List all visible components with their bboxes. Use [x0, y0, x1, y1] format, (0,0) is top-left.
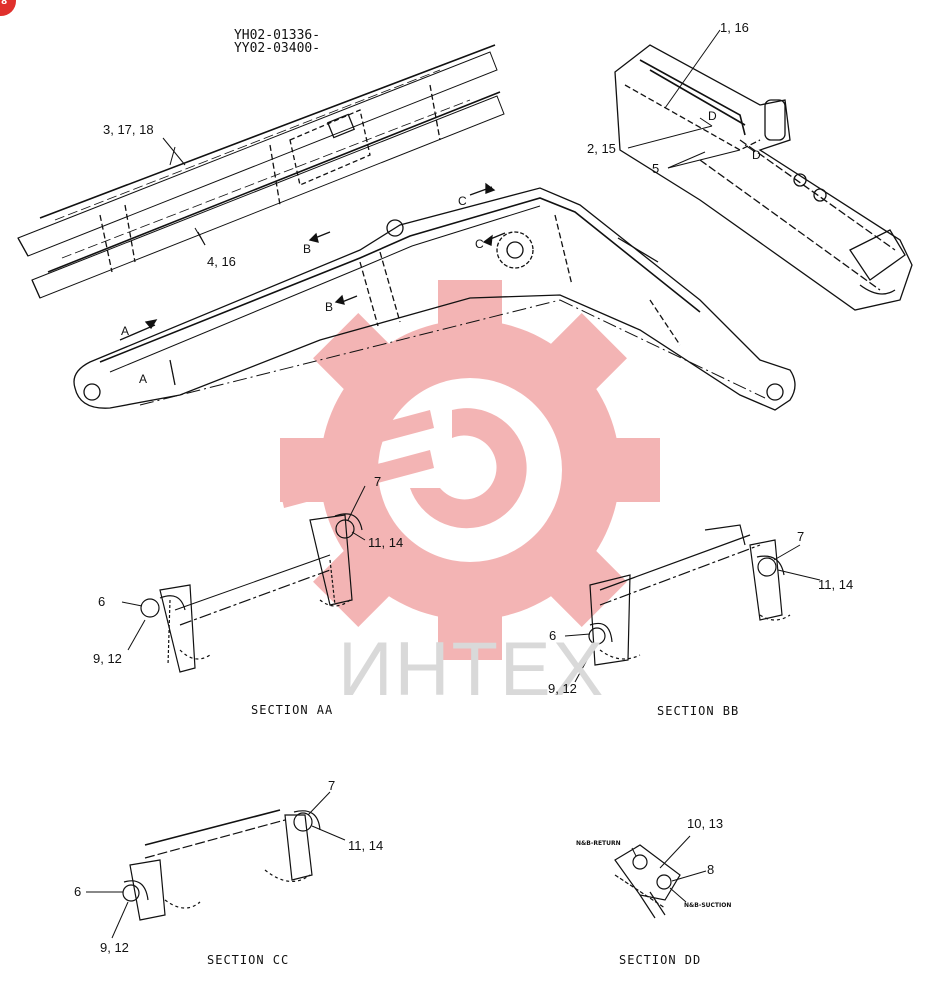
callout-4-16: 4, 16: [207, 254, 236, 269]
gear-tooth: [313, 539, 401, 627]
serial-number-1: YH02-01336-: [233, 28, 321, 43]
boom-foot-drawing: [614, 44, 913, 311]
section-cc-callout-11-14: 11, 14: [348, 838, 384, 853]
view-marker-c-1: C: [458, 194, 467, 208]
section-cc-title: SECTION CC: [207, 953, 290, 967]
section-cc-callout-7: 7: [328, 778, 336, 793]
section-bb-callout-6: 6: [549, 628, 557, 643]
serial-number-2: YY02-03400-: [233, 41, 321, 56]
callout-3-17-18: 3, 17, 18: [103, 122, 154, 137]
section-cc-callout-6: 6: [74, 884, 82, 899]
section-dd-title: SECTION DD: [619, 953, 702, 967]
callout-1-16: 1, 16: [720, 20, 749, 35]
section-dd-return-label: N&B-RETURN: [576, 840, 621, 847]
view-marker-b-2: B: [325, 300, 334, 314]
corner-badge-text: 8: [1, 0, 8, 7]
section-cc-callout-9-12: 9, 12: [100, 940, 129, 955]
boom-drawing: [73, 182, 796, 411]
view-marker-a-2: A: [139, 372, 148, 386]
watermark-gear-logo: [280, 280, 660, 660]
section-bb-drawing: [588, 524, 791, 666]
view-marker-d-1: D: [708, 109, 717, 123]
callout-2-15: 2, 15: [587, 141, 616, 156]
view-marker-d-2: D: [752, 148, 761, 162]
section-aa-callout-6: 6: [98, 594, 106, 609]
section-bb-callout-7: 7: [797, 529, 805, 544]
section-aa-callout-7: 7: [374, 474, 382, 489]
header-serial-block: YH02-01336- YY02-03400-: [222, 29, 332, 55]
watermark-text: ИНТЕХ: [338, 627, 606, 712]
section-aa-callout-9-12: 9, 12: [93, 651, 122, 666]
section-dd-suction-label: N&B-SUCTION: [684, 902, 732, 909]
section-aa-callout-11-14: 11, 14: [368, 535, 404, 550]
section-dd-drawing: [614, 844, 681, 919]
section-bb-callout-9-12: 9, 12: [548, 681, 577, 696]
view-marker-a-1: A: [121, 324, 130, 338]
section-aa-drawing: [140, 513, 363, 673]
leader-lines: [86, 29, 821, 939]
section-aa-title: SECTION AA: [251, 703, 334, 717]
callout-5: 5: [652, 161, 660, 176]
section-cc-drawing: [122, 809, 321, 921]
view-marker-b-1: B: [303, 242, 312, 256]
section-bb-title: SECTION BB: [657, 704, 740, 718]
section-bb-callout-11-14: 11, 14: [818, 577, 854, 592]
gear-tooth: [539, 539, 627, 627]
view-marker-c-2: C: [475, 237, 484, 251]
gear-tooth: [313, 313, 401, 401]
section-dd-callout-10-13: 10, 13: [687, 816, 724, 831]
gear-tooth: [539, 313, 627, 401]
section-dd-callout-8: 8: [707, 862, 715, 877]
arm-assembly-drawing: [17, 44, 505, 299]
